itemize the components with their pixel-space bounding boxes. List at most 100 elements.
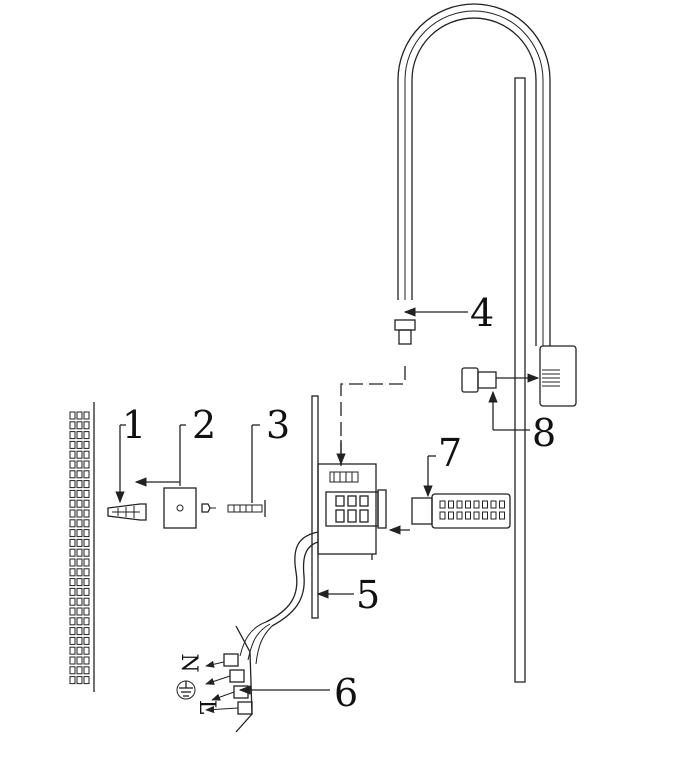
brick-cell xyxy=(76,587,83,596)
brick-cell xyxy=(83,617,90,626)
plug-grip-pattern xyxy=(439,500,505,520)
brick-cell xyxy=(69,480,76,489)
part-terminal-connectors xyxy=(205,625,330,733)
brick-cell xyxy=(83,538,90,547)
part-knob-cap xyxy=(461,367,540,431)
brick-cell xyxy=(83,421,90,430)
plug-grip-cell xyxy=(439,511,446,520)
dashed-connection-guide xyxy=(336,366,406,466)
brick-cell xyxy=(69,440,76,449)
brick-cell xyxy=(69,666,76,675)
plug-grip-cell xyxy=(465,500,471,509)
brick-cell xyxy=(69,450,76,459)
brick-cell xyxy=(83,558,90,567)
brick-cell xyxy=(69,529,76,538)
brick-cell xyxy=(83,568,90,577)
brick-cell xyxy=(83,597,90,606)
brick-cell xyxy=(83,627,90,636)
brick-cell xyxy=(83,646,90,655)
brick-cell xyxy=(69,646,76,655)
brick-cell xyxy=(76,558,83,567)
brick-cell xyxy=(83,587,90,596)
brick-cell xyxy=(76,411,83,420)
brick-cell xyxy=(83,666,90,675)
brick-cell xyxy=(69,431,76,440)
junction-box xyxy=(317,463,387,560)
brick-pattern xyxy=(69,411,90,685)
brick-cell xyxy=(69,519,76,528)
brick-cell xyxy=(69,587,76,596)
brick-cell xyxy=(83,548,90,557)
callout-7: 7 xyxy=(438,431,462,475)
brick-cell xyxy=(69,656,76,665)
plug-grip-cell xyxy=(482,511,488,520)
brick-cell xyxy=(83,440,90,449)
brick-cell xyxy=(69,499,76,508)
callout-8: 8 xyxy=(532,411,556,455)
brick-cell xyxy=(83,489,90,498)
brick-cell xyxy=(76,470,83,479)
brick-cell xyxy=(83,460,90,469)
brick-cell xyxy=(69,509,76,518)
ground-symbol-icon xyxy=(176,680,196,700)
plug-grip-cell xyxy=(465,511,471,520)
brick-cell xyxy=(69,597,76,606)
brick-cell xyxy=(76,548,83,557)
brick-cell xyxy=(76,656,83,665)
plug-grip-cell xyxy=(482,500,488,509)
brick-cell xyxy=(76,627,83,636)
brick-cell xyxy=(76,568,83,577)
brick-cell xyxy=(83,578,90,587)
brick-cell xyxy=(83,431,90,440)
brick-cell xyxy=(76,431,83,440)
plug-grip-cell xyxy=(499,500,505,509)
brick-cell xyxy=(83,450,90,459)
plug-grip-cell xyxy=(490,511,497,520)
brick-cell xyxy=(76,636,83,645)
plug-grip-cell xyxy=(448,511,454,520)
brick-cell xyxy=(69,558,76,567)
brick-cell xyxy=(76,509,83,518)
callout-4: 4 xyxy=(470,291,494,335)
plug-grip-cell xyxy=(499,511,505,520)
part-mounting-block xyxy=(134,424,216,529)
brick-cell xyxy=(76,597,83,606)
brick-cell xyxy=(83,529,90,538)
brick-cell xyxy=(76,421,83,430)
brick-cell xyxy=(69,636,76,645)
brick-cell xyxy=(69,538,76,547)
brick-cell xyxy=(76,607,83,616)
brick-cell xyxy=(76,519,83,528)
brick-cell xyxy=(69,568,76,577)
brick-cell xyxy=(83,480,90,489)
vertical-rail xyxy=(514,77,526,683)
plug-grip-cell xyxy=(439,500,446,509)
brick-cell xyxy=(83,509,90,518)
callout-1: 1 xyxy=(122,403,146,447)
brick-cell xyxy=(83,411,90,420)
control-box xyxy=(539,345,577,407)
brick-cell xyxy=(76,578,83,587)
brick-cell xyxy=(69,578,76,587)
brick-cell xyxy=(76,666,83,675)
brick-cell xyxy=(69,676,76,685)
brick-cell xyxy=(83,607,90,616)
brick-cell xyxy=(76,617,83,626)
brick-cell xyxy=(76,480,83,489)
brick-cell xyxy=(69,411,76,420)
plug-grip-cell xyxy=(490,500,497,509)
brick-cell xyxy=(69,460,76,469)
plug-grip-cell xyxy=(456,500,463,509)
brick-cell xyxy=(76,450,83,459)
heating-cable-loop xyxy=(394,3,551,346)
brick-cell xyxy=(83,499,90,508)
terminal-mark-line: L xyxy=(194,700,219,715)
callout-2: 2 xyxy=(192,403,216,447)
callout-6: 6 xyxy=(334,671,358,715)
brick-cell xyxy=(69,607,76,616)
brick-cell xyxy=(69,489,76,498)
brick-cell xyxy=(69,617,76,626)
plug-grip-cell xyxy=(448,500,454,509)
